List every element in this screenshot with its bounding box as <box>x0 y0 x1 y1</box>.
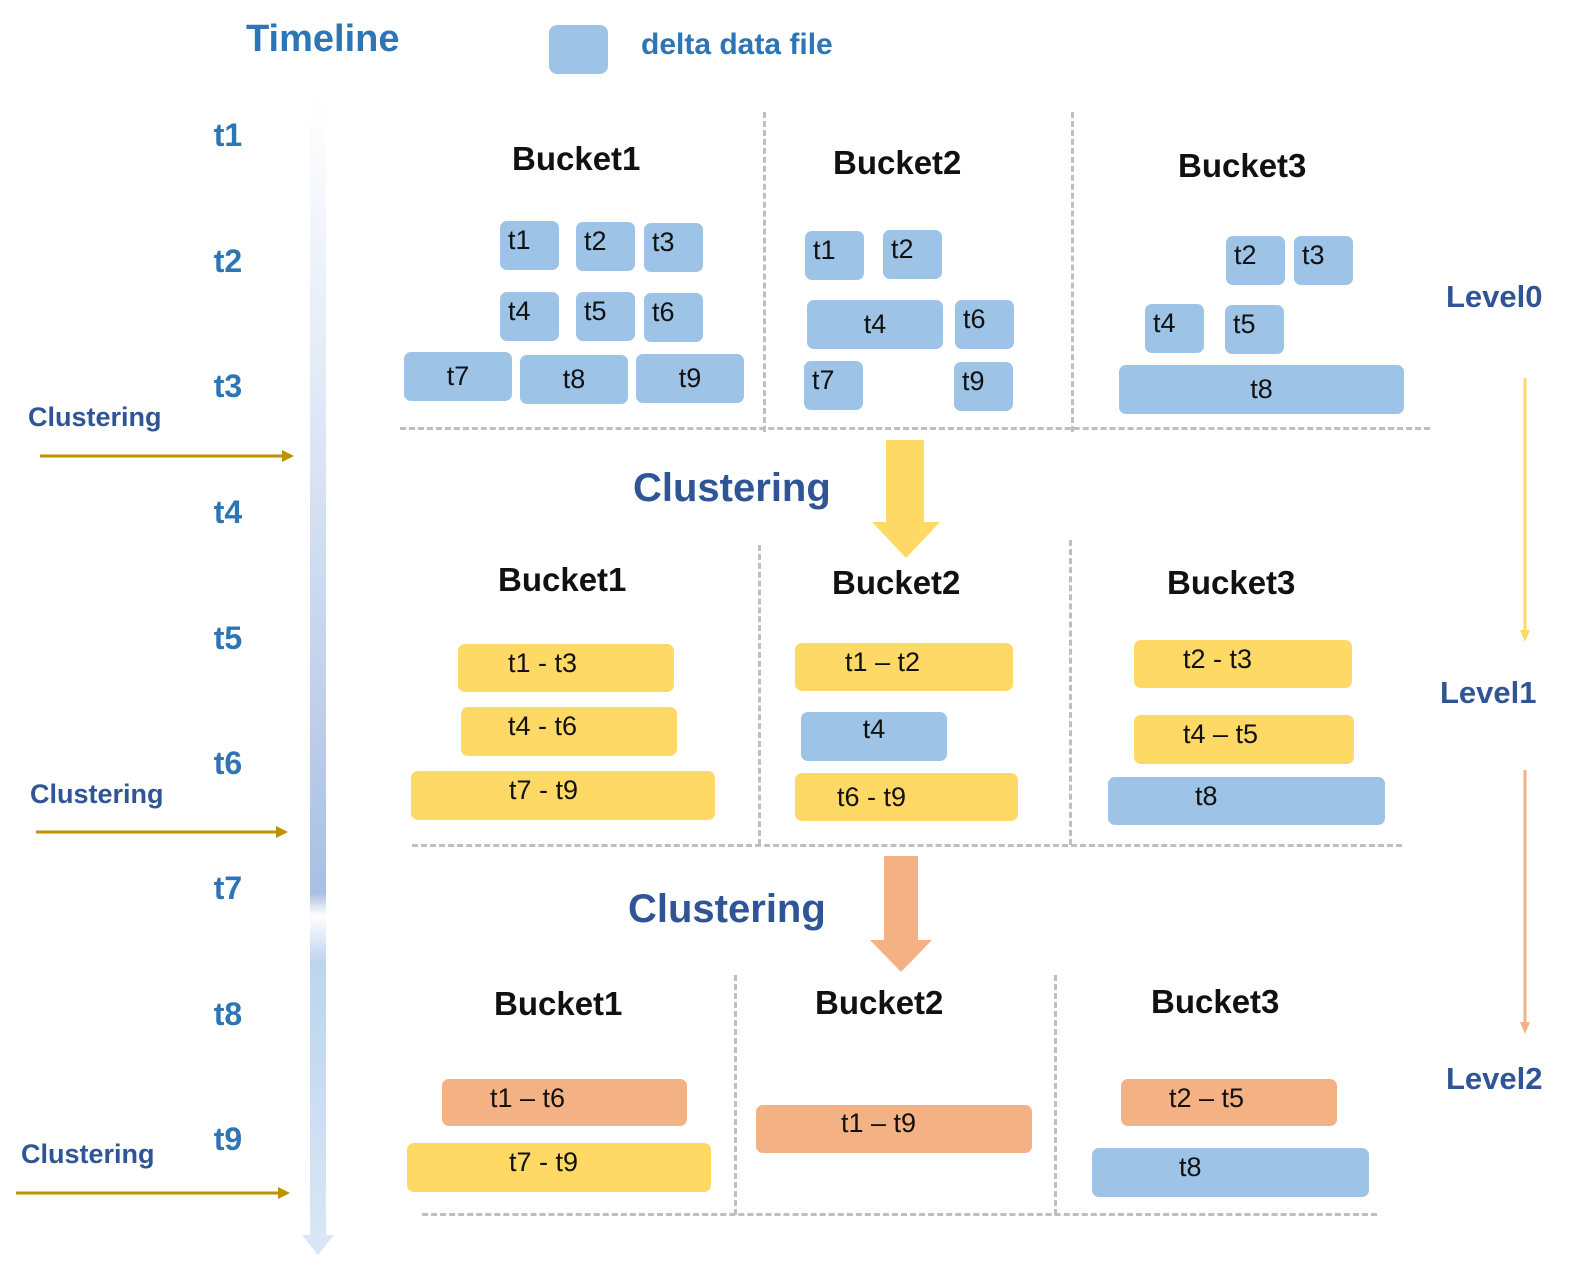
delta-file: t8 <box>520 355 628 404</box>
delta-file: t3 <box>644 223 703 272</box>
merged-file: t1 – t6 <box>442 1079 687 1126</box>
merged-file: t1 – t9 <box>756 1105 1032 1153</box>
merged-file: t7 - t9 <box>411 771 715 820</box>
timeline-arrowhead <box>302 1235 334 1255</box>
bucket-title: Bucket2 <box>815 984 944 1021</box>
delta-file: t6 <box>644 293 703 342</box>
delta-file: t6 <box>955 300 1014 349</box>
timeline-tick: t9 <box>213 1121 243 1157</box>
merged-file: t6 - t9 <box>795 773 1018 821</box>
merged-file: t1 - t3 <box>458 644 674 692</box>
arrowhead-icon <box>1520 1022 1530 1034</box>
delta-file: t1 <box>805 231 864 280</box>
legend-label: delta data file <box>641 28 833 61</box>
timeline-tick: t5 <box>213 620 243 656</box>
level-label: Level0 <box>1446 279 1543 314</box>
timeline-clustering-label: Clustering <box>28 402 162 432</box>
merged-file: t4 – t5 <box>1134 715 1354 764</box>
delta-file: t2 <box>883 230 942 279</box>
delta-file: t4 <box>500 292 559 341</box>
timeline-tick: t8 <box>213 996 243 1032</box>
bucket-divider <box>734 975 737 1215</box>
arrowhead-icon <box>276 826 288 838</box>
level-label: Level2 <box>1446 1061 1543 1096</box>
arrowhead-icon <box>278 1187 290 1199</box>
bucket-title: Bucket2 <box>833 144 962 181</box>
section-clustering-label: Clustering <box>628 887 826 931</box>
level-label: Level1 <box>1440 675 1537 710</box>
merged-file: t4 - t6 <box>461 707 677 756</box>
merged-file: t2 – t5 <box>1121 1079 1337 1126</box>
bucket-title: Bucket1 <box>498 561 627 598</box>
timeline-tick: t1 <box>213 117 243 153</box>
bucket-title: Bucket1 <box>512 140 641 177</box>
level-arrows <box>1520 378 1530 1034</box>
clustering-down-arrow <box>872 440 940 558</box>
clustering-down-arrow <box>870 856 932 972</box>
level-divider <box>412 844 1402 847</box>
arrowhead-icon <box>282 450 294 462</box>
merged-file: t2 - t3 <box>1134 640 1352 688</box>
timeline-tick: t6 <box>213 745 243 781</box>
delta-file: t4 <box>1145 304 1204 353</box>
level-divider <box>400 427 1430 430</box>
merged-file: t1 – t2 <box>795 643 1013 691</box>
bucket-divider <box>763 112 766 432</box>
delta-file: t2 <box>1226 236 1285 285</box>
delta-file: t9 <box>636 354 744 403</box>
delta-file: t9 <box>954 362 1013 411</box>
timeline-tick: t3 <box>213 368 243 404</box>
timeline-axis <box>302 95 334 1255</box>
timeline-clustering-label: Clustering <box>30 779 164 809</box>
timeline-tick: t7 <box>213 870 243 906</box>
delta-file: t4 <box>807 300 943 349</box>
delta-file: t8 <box>1108 777 1385 825</box>
timeline-tick: t2 <box>213 243 243 279</box>
timeline-clustering-arrows <box>16 450 294 1199</box>
bucket-divider <box>1071 112 1074 432</box>
delta-file: t5 <box>1225 305 1284 354</box>
bucket-title: Bucket2 <box>832 564 961 601</box>
bucket-divider <box>1069 540 1072 845</box>
level-divider <box>422 1213 1377 1216</box>
delta-file: t7 <box>404 352 512 401</box>
bucket-title: Bucket3 <box>1167 564 1296 601</box>
bucket-title: Bucket3 <box>1151 983 1280 1020</box>
delta-file: t8 <box>1092 1148 1369 1197</box>
section-clustering-label: Clustering <box>633 466 831 510</box>
bucket-title: Bucket3 <box>1178 147 1307 184</box>
timeline-tick: t4 <box>213 494 243 530</box>
delta-file: t5 <box>576 292 635 341</box>
legend-swatch <box>549 25 608 74</box>
delta-file: t2 <box>576 222 635 271</box>
delta-file: t3 <box>1294 236 1353 285</box>
bucket-divider <box>758 545 761 845</box>
bucket-divider <box>1054 975 1057 1215</box>
timeline-title: Timeline <box>246 18 400 60</box>
delta-file: t4 <box>801 712 947 761</box>
delta-file: t1 <box>500 221 559 270</box>
arrowhead-icon <box>1520 630 1530 642</box>
timeline-clustering-label: Clustering <box>21 1139 155 1169</box>
delta-file: t7 <box>804 361 863 410</box>
delta-file: t8 <box>1119 365 1404 414</box>
merged-file: t7 - t9 <box>407 1143 711 1192</box>
bucket-title: Bucket1 <box>494 985 623 1022</box>
